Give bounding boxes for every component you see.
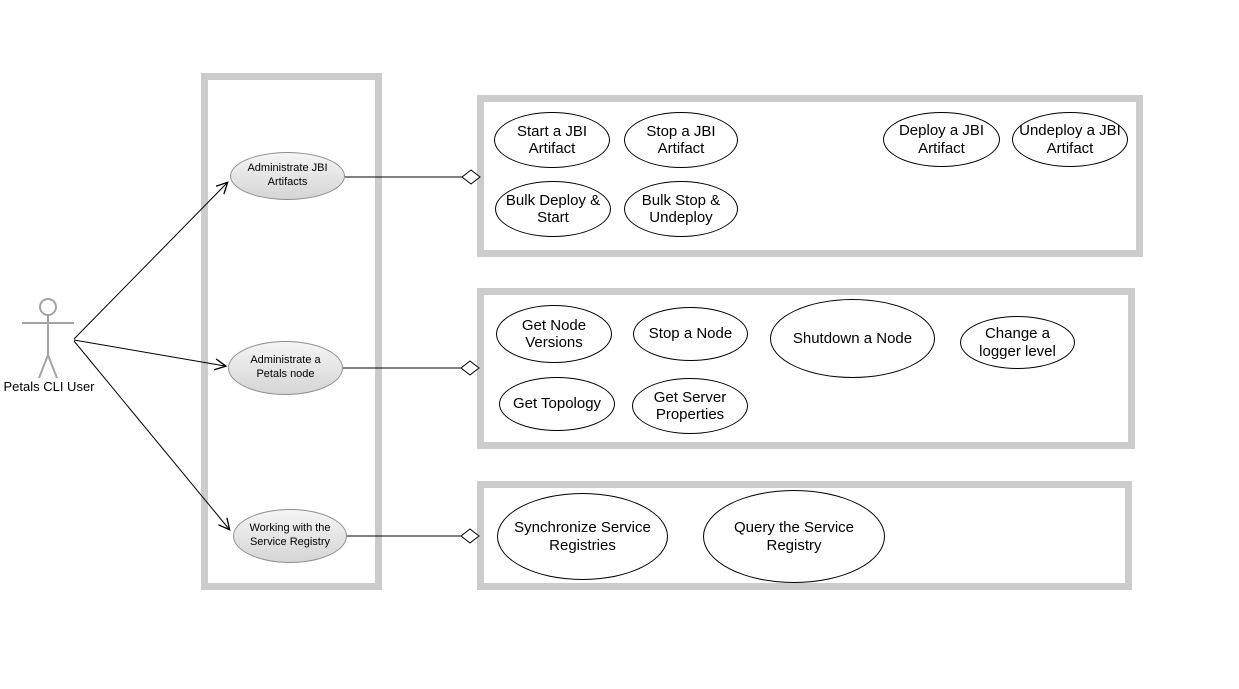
usecase-get-topology: Get Topology (499, 377, 615, 431)
usecase-stop-jbi-artifact: Stop a JBI Artifact (624, 112, 738, 168)
usecase-working-with-service-registry: Working with the Service Registry (233, 509, 347, 563)
usecase-change-logger-level: Change a logger level (960, 316, 1075, 369)
actor-label: Petals CLI User (3, 379, 95, 394)
usecase-synchronize-service-registries: Synchronize Service Registries (497, 493, 668, 580)
usecase-administrate-jbi-artifacts: Administrate JBI Artifacts (230, 152, 345, 200)
usecase-undeploy-jbi-artifact: Undeploy a JBI Artifact (1012, 112, 1128, 167)
actor-head (39, 298, 57, 316)
usecase-start-jbi-artifact: Start a JBI Artifact (494, 112, 610, 168)
usecase-get-server-properties: Get Server Properties (632, 378, 748, 434)
usecase-deploy-jbi-artifact: Deploy a JBI Artifact (883, 112, 1000, 167)
usecase-stop-a-node: Stop a Node (633, 307, 748, 361)
usecase-administrate-petals-node: Administrate a Petals node (228, 341, 343, 395)
actor-figure (22, 298, 74, 379)
actor-left-leg (38, 354, 49, 379)
actor-right-leg (47, 354, 58, 379)
usecase-bulk-deploy-start: Bulk Deploy & Start (495, 181, 611, 237)
usecase-get-node-versions: Get Node Versions (496, 305, 612, 363)
usecase-query-service-registry: Query the Service Registry (703, 490, 885, 583)
usecase-bulk-stop-undeploy: Bulk Stop & Undeploy (624, 181, 738, 237)
usecase-shutdown-a-node: Shutdown a Node (770, 299, 935, 378)
